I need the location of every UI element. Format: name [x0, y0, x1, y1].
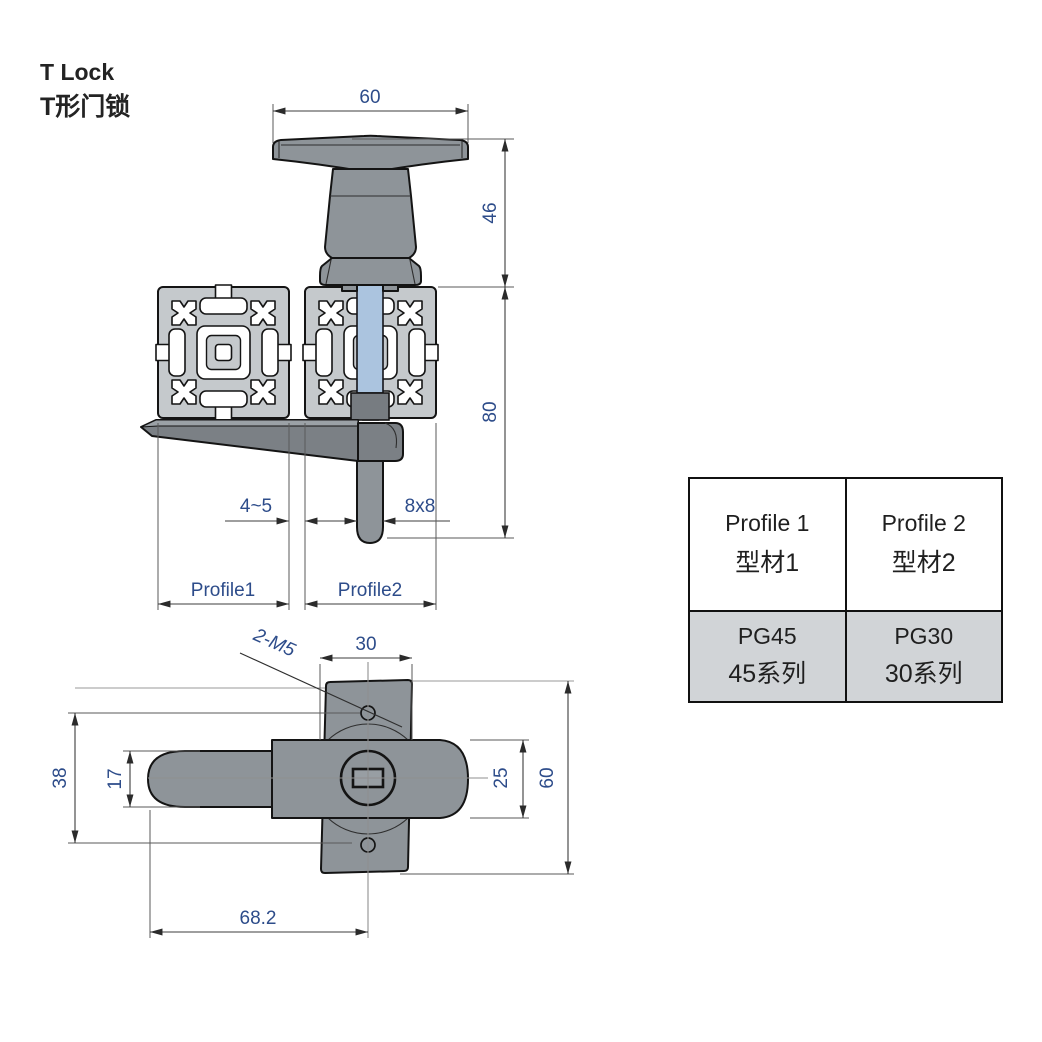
table-value-profile1: PG45 45系列	[690, 612, 847, 701]
dim-label-17: 17	[105, 768, 126, 789]
header-profile2-en: Profile 2	[881, 510, 966, 536]
dim-profile1: Profile1	[157, 423, 290, 610]
table-header-row: Profile 1 型材1 Profile 2 型材2	[690, 479, 1001, 610]
table-header-profile1: Profile 1 型材1	[690, 479, 847, 610]
value-pg45: PG45	[737, 623, 797, 649]
header-profile1-en: Profile 1	[725, 510, 810, 536]
latch-cam	[140, 419, 404, 462]
dim-label-60-top: 60	[359, 87, 380, 108]
dim-label-38: 38	[50, 767, 71, 788]
header-profile2-zh: 型材2	[891, 549, 956, 577]
top-view-drawing: 60 46 80 4~5 8x8	[140, 87, 514, 610]
dim-shaft-size: 8x8	[330, 496, 450, 525]
dim-body-top-width: 30	[319, 634, 413, 740]
t-handle	[272, 134, 469, 286]
dim-label-60-front: 60	[537, 767, 558, 788]
table-header-profile2: Profile 2 型材2	[847, 479, 1002, 610]
dim-handle-width: 60	[272, 87, 469, 143]
dim-label-68-2: 68.2	[240, 908, 277, 929]
handle-arm	[147, 750, 273, 808]
dim-hole-span: 38	[50, 712, 360, 844]
latch-rod	[356, 449, 384, 544]
title-english: T Lock	[40, 59, 115, 85]
dim-handle-reach: 68.2	[149, 810, 368, 938]
header-profile1-zh: 型材1	[735, 549, 800, 577]
value-45-series: 45系列	[728, 660, 807, 688]
dim-handle-height: 46	[352, 138, 514, 288]
lock-shaft-blue	[356, 280, 384, 394]
table-value-row: PG45 45系列 PG30 30系列	[690, 610, 1001, 701]
dim-label-profile2: Profile2	[338, 580, 402, 601]
dim-label-profile1: Profile1	[191, 580, 255, 601]
dim-label-2m5: 2-M5	[249, 624, 298, 661]
table-value-profile2: PG30 30系列	[847, 612, 1002, 701]
profile-table: Profile 1 型材1 Profile 2 型材2 PG45 45系列 PG…	[688, 477, 1003, 703]
front-view-drawing: 2-M5 30 38 17	[50, 624, 574, 938]
page-title: T Lock T形门锁	[40, 58, 130, 123]
latch-hub	[350, 392, 390, 421]
value-pg30: PG30	[894, 623, 954, 649]
dim-label-4-5: 4~5	[240, 496, 272, 517]
dim-hub-height: 25	[470, 739, 529, 819]
title-chinese: T形门锁	[40, 92, 131, 121]
dim-body-height: 60	[400, 681, 574, 875]
dim-label-30: 30	[355, 634, 376, 655]
dim-profile2: Profile2	[304, 423, 437, 610]
dim-assembly-height: 80	[387, 287, 514, 539]
dim-label-8x8: 8x8	[405, 496, 436, 517]
dim-label-46: 46	[480, 202, 501, 223]
dim-label-80: 80	[480, 401, 501, 422]
profile-1-section	[156, 285, 291, 420]
dim-handle-thickness: 17	[105, 750, 200, 808]
value-30-series: 30系列	[884, 660, 963, 688]
dim-label-25: 25	[491, 767, 512, 788]
